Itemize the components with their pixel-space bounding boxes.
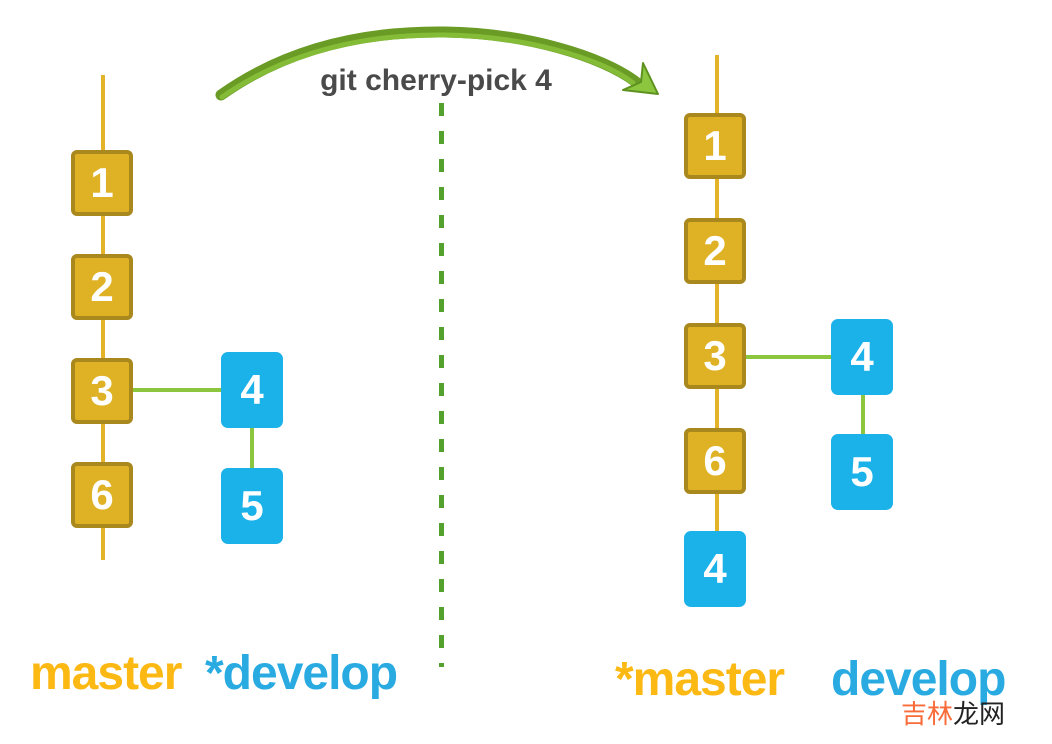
- right-master-commit-1: 1: [684, 113, 746, 179]
- watermark-orange-text: 吉林: [901, 700, 954, 730]
- right-develop-commit-5: 5: [831, 434, 893, 510]
- right-develop-connector-4-5: [861, 395, 865, 434]
- left-develop-branch-label: *develop: [205, 647, 398, 700]
- right-master-cherry-picked-commit-4: 4: [684, 531, 746, 607]
- divider-dashed-line: [439, 103, 444, 667]
- left-master-commit-1: 1: [71, 150, 133, 216]
- cherry-pick-arrowhead-icon: [622, 62, 659, 95]
- left-master-commit-3: 3: [71, 358, 133, 424]
- left-branch-connector-3-4: [133, 388, 222, 392]
- left-master-branch-label: master: [30, 647, 182, 700]
- right-develop-commit-4: 4: [831, 319, 893, 395]
- right-master-branch-label: *master: [615, 653, 785, 706]
- watermark: 吉林龙网: [901, 694, 1005, 731]
- right-develop-branch-label: develop: [831, 653, 1006, 706]
- left-master-commit-6: 6: [71, 462, 133, 528]
- watermark-black-text: 龙网: [953, 700, 1006, 730]
- left-develop-commit-5: 5: [221, 468, 283, 544]
- right-branch-connector-3-4: [746, 355, 832, 359]
- left-develop-commit-4: 4: [221, 352, 283, 428]
- right-master-branch-line: [715, 55, 719, 535]
- left-develop-connector-4-5: [250, 428, 254, 468]
- right-master-commit-3: 3: [684, 323, 746, 389]
- left-master-commit-2: 2: [71, 254, 133, 320]
- command-label: git cherry-pick 4: [320, 64, 552, 97]
- right-master-commit-6: 6: [684, 428, 746, 494]
- right-master-commit-2: 2: [684, 218, 746, 284]
